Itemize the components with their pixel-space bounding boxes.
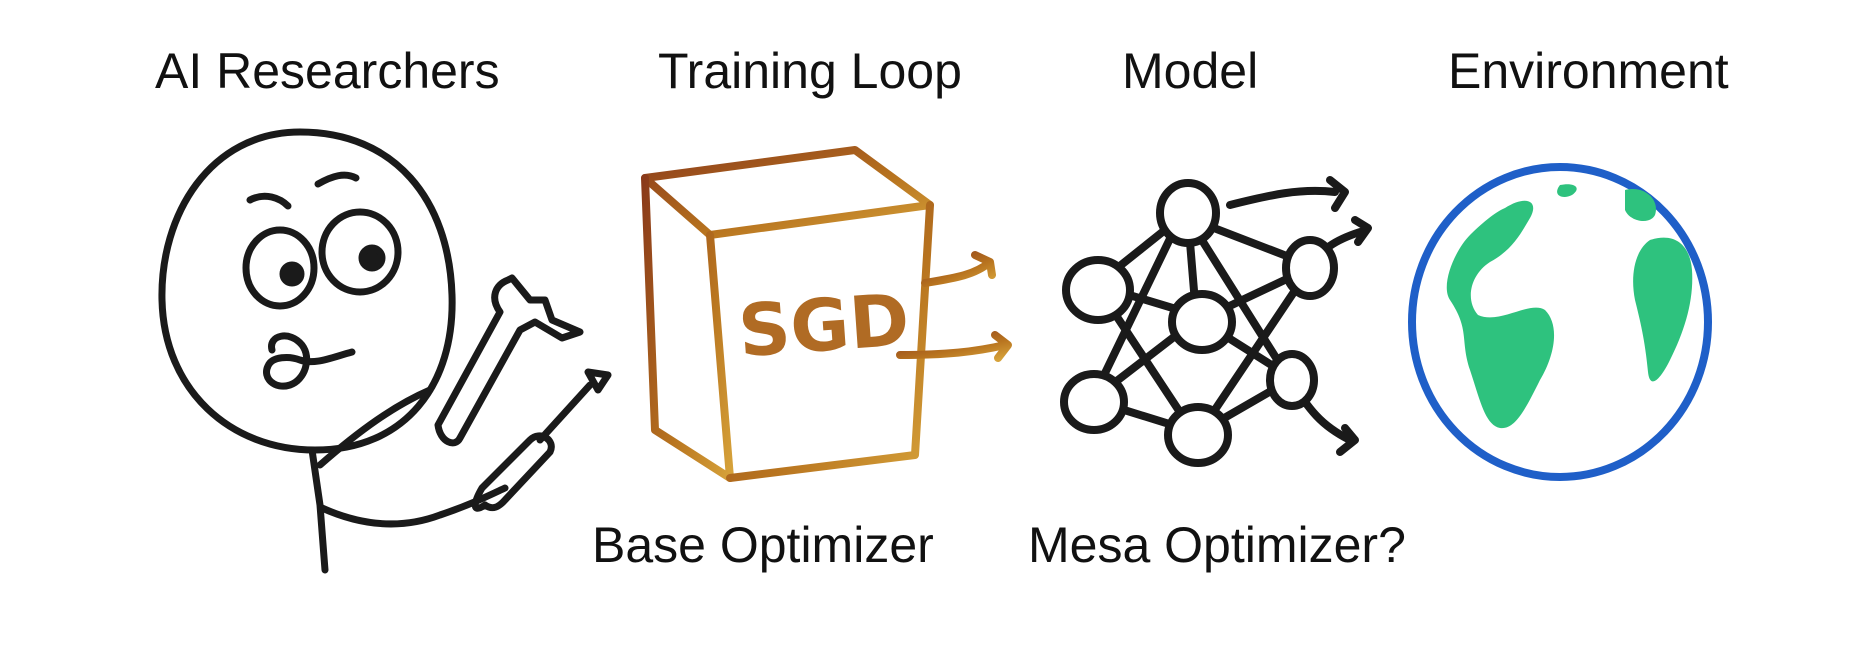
screwdriver-icon bbox=[471, 368, 612, 512]
label-mesa-optimizer: Mesa Optimizer? bbox=[1028, 517, 1406, 573]
stick-figure-icon bbox=[158, 128, 509, 574]
svg-text:SGD: SGD bbox=[736, 278, 912, 374]
sgd-box-icon: SGD bbox=[641, 146, 1012, 482]
label-environment: Environment bbox=[1448, 43, 1729, 99]
neural-network-icon bbox=[1060, 176, 1372, 467]
label-model: Model bbox=[1122, 43, 1259, 99]
label-training-loop: Training Loop bbox=[658, 43, 962, 99]
label-ai-researchers: AI Researchers bbox=[155, 43, 500, 99]
globe-icon bbox=[1408, 163, 1712, 481]
label-base-optimizer: Base Optimizer bbox=[592, 517, 934, 573]
wrench-icon bbox=[434, 274, 584, 447]
